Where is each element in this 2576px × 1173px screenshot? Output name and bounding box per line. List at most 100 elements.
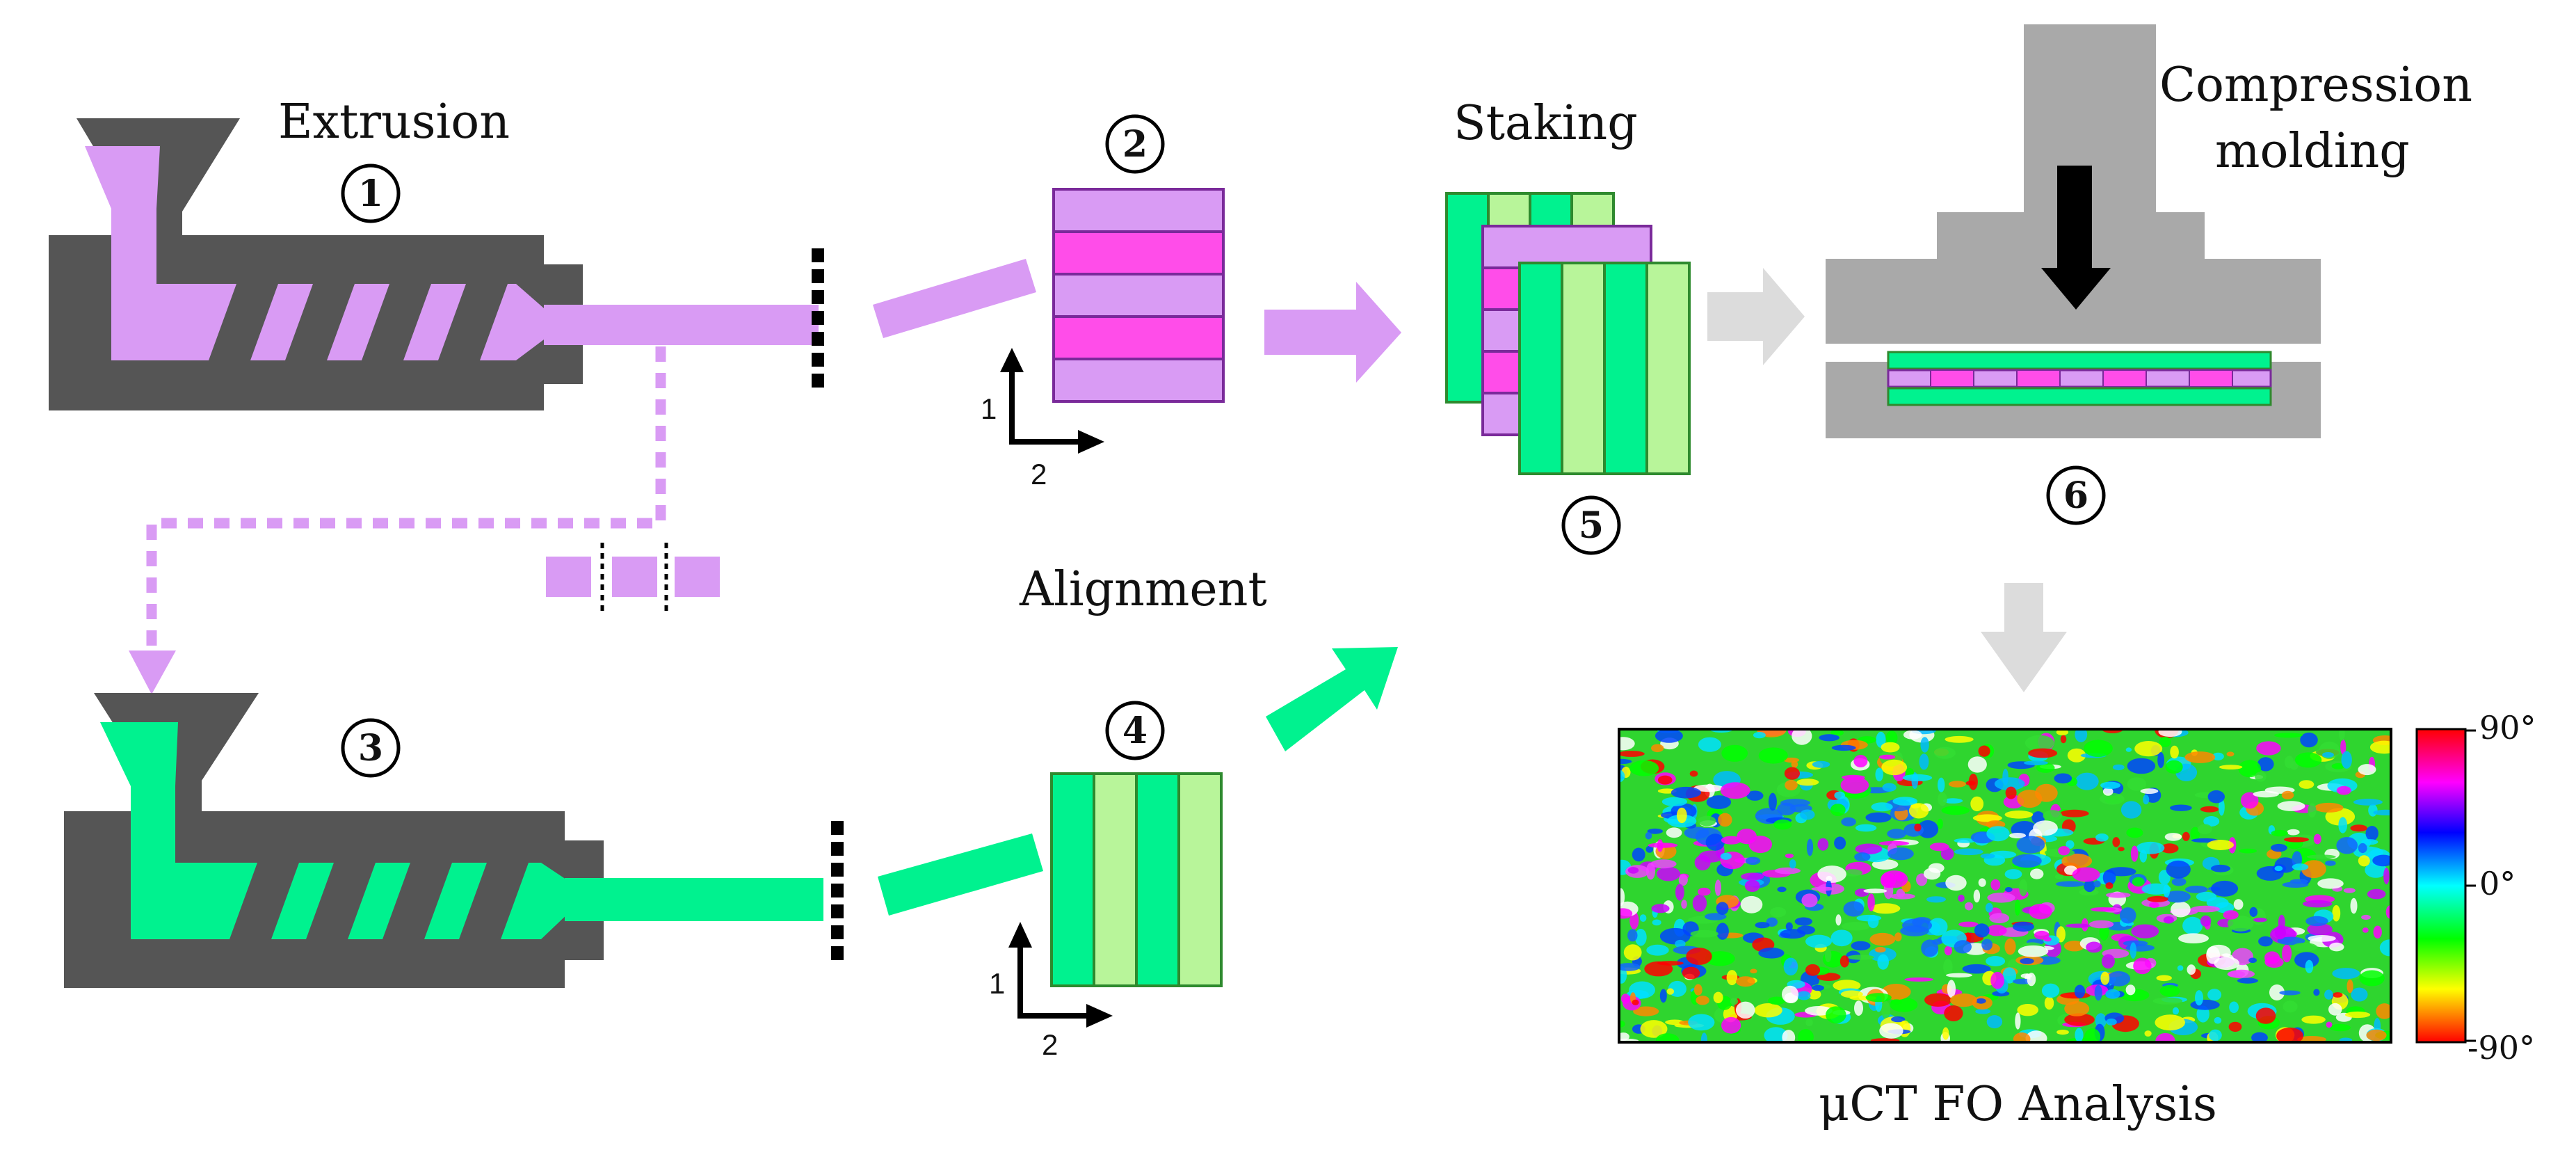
- speckle-spot: [1705, 913, 1727, 920]
- speckle-spot: [2190, 827, 2200, 841]
- speckle-spot: [1830, 804, 1846, 816]
- speckle-spot: [2002, 967, 2017, 984]
- speckle-spot: [2054, 874, 2064, 879]
- speckle-spot: [1721, 836, 1741, 845]
- speckle-spot: [2367, 888, 2386, 900]
- speckle-spot: [2147, 895, 2168, 902]
- speckle-spot: [1921, 939, 1939, 957]
- speckle-spot: [1967, 756, 1987, 773]
- speckle-spot: [2139, 849, 2148, 863]
- speckle-spot: [1940, 847, 1954, 861]
- speckle-spot: [1834, 836, 1846, 850]
- step-badge-5: 5: [1561, 495, 1621, 555]
- speckle-spot: [2060, 735, 2067, 744]
- speckle-spot: [1789, 859, 1796, 869]
- speckle-spot: [2143, 795, 2150, 805]
- speckle-spot: [2331, 763, 2345, 769]
- speckle-spot: [1755, 922, 1770, 929]
- axis-label-1-purple: 1: [981, 392, 997, 425]
- svg-text:4: 4: [1122, 710, 1148, 752]
- speckle-spot: [2238, 760, 2261, 778]
- speckle-spot: [2164, 891, 2191, 903]
- speckle-spot: [2191, 905, 2220, 913]
- speckle-spot: [1706, 795, 1732, 809]
- speckle-spot: [1902, 774, 1933, 781]
- speckle-spot: [2253, 790, 2279, 798]
- speckle-spot: [2336, 837, 2358, 854]
- speckle-spot: [2126, 827, 2143, 838]
- speckle-spot: [2182, 916, 2203, 935]
- speckle-spot: [2325, 860, 2336, 866]
- speckle-spot: [1916, 873, 1928, 886]
- speckle-spot: [2276, 1027, 2303, 1042]
- recycle-arrowhead: [129, 651, 176, 694]
- speckle-spot: [1655, 1033, 1680, 1042]
- speckle-spot: [2017, 790, 2043, 808]
- speckle-spot: [2043, 936, 2052, 942]
- speckle-spot: [1627, 929, 1638, 942]
- extruder-2: [36, 693, 844, 988]
- speckle-spot: [1869, 932, 1896, 946]
- speckle-spot: [2158, 729, 2182, 737]
- speckle-spot: [1690, 929, 1718, 938]
- speckle-spot: [1619, 737, 1635, 751]
- speckle-spot: [2211, 864, 2230, 872]
- speckle-spot: [2297, 1036, 2326, 1042]
- speckle-spot: [2308, 935, 2336, 942]
- aligned-plate-green: [1050, 772, 1223, 987]
- speckle-spot: [1865, 993, 1892, 1003]
- speckle-spot: [2166, 860, 2191, 879]
- speckle-spot: [2152, 997, 2183, 1005]
- speckle-spot: [1942, 1027, 1949, 1040]
- speckle-spot: [2125, 984, 2136, 996]
- pressing-arrow-shaft: [2057, 166, 2092, 270]
- speckle-spot: [1693, 784, 1724, 792]
- speckle-spot: [1782, 985, 1798, 1003]
- speckle-spot: [2197, 824, 2212, 835]
- speckle-spot: [1619, 758, 1632, 765]
- speckle-spot: [2170, 804, 2192, 811]
- speckle-spot: [2066, 840, 2075, 849]
- speckle-spot: [1854, 1000, 1863, 1016]
- speckle-spot: [2079, 888, 2099, 896]
- speckle-spot: [2283, 837, 2310, 843]
- speckle-spot: [2344, 1011, 2371, 1019]
- speckle-spot: [2030, 868, 2044, 879]
- speckle-spot: [2383, 868, 2390, 885]
- speckle-spot: [2020, 958, 2034, 964]
- speckle-spot: [1867, 893, 1875, 911]
- speckle-spot: [2004, 869, 2022, 879]
- speckle-spot: [1945, 875, 1967, 891]
- speckle-spot: [1805, 934, 1832, 948]
- speckle-spot: [2332, 968, 2360, 980]
- speckle-spot: [1894, 932, 1902, 942]
- speckle-spot: [2014, 899, 2020, 916]
- speckle-spot: [1923, 868, 1941, 880]
- speckle-spot: [1634, 928, 1647, 946]
- speckle-spot: [1881, 742, 1900, 753]
- speckle-spot: [1882, 783, 1897, 792]
- speckle-spot: [1619, 908, 1633, 919]
- speckle-spot: [1975, 1008, 1991, 1014]
- speckle-spot: [2269, 984, 2285, 1000]
- speckle-spot: [2361, 914, 2371, 920]
- speckle-spot: [2372, 854, 2391, 867]
- speckle-spot: [2211, 880, 2239, 897]
- speckle-spot: [2009, 833, 2027, 838]
- speckle-spot: [1773, 819, 1792, 830]
- speckle-spot: [2029, 904, 2052, 920]
- speckle-spot: [2292, 943, 2318, 952]
- speckle-spot: [2105, 882, 2114, 889]
- speckle-spot: [2279, 990, 2301, 996]
- analysis-label: μCT FO Analysis: [1819, 1077, 2217, 1132]
- speckle-spot: [2308, 803, 2317, 818]
- speckle-spot: [2340, 739, 2346, 755]
- extrudate-2: [565, 878, 823, 921]
- speckle-spot: [1796, 925, 1815, 935]
- speckle-spot: [2064, 1001, 2090, 1016]
- speckle-spot: [2229, 1001, 2239, 1014]
- speckle-spot: [2332, 904, 2341, 922]
- speckle-spot: [1944, 1005, 1963, 1021]
- speckle-spot: [1645, 832, 1652, 840]
- speckle-spot: [2200, 806, 2219, 813]
